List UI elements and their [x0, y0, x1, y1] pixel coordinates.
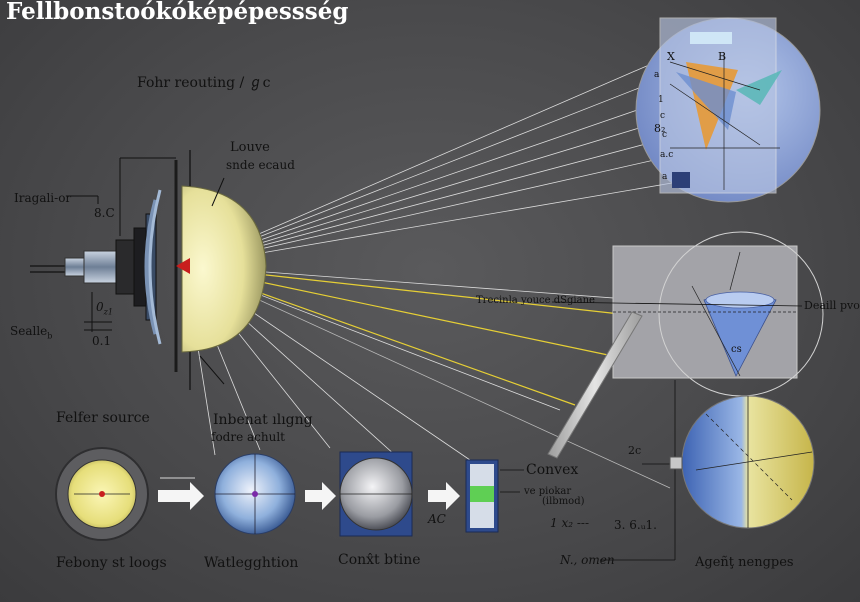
- value-361-label: 3. 6.ᵤ1.: [614, 518, 657, 532]
- inset-top-sphere: [635, 17, 821, 203]
- inbenat-line2: fodre achult: [211, 430, 285, 444]
- focus-arrow: [176, 258, 190, 274]
- imaging-label: Iragali-or: [14, 191, 72, 205]
- inset-tick: 8₂: [654, 122, 666, 135]
- louve-label: Louve: [230, 140, 270, 155]
- ve-picker-label: ve piokar: [524, 486, 572, 497]
- leader-lines: [66, 177, 225, 385]
- scale-label: Sealleb: [10, 324, 53, 341]
- trace-line: [551, 301, 803, 307]
- convex-label: Convex: [526, 462, 579, 478]
- agent-label: Ageñţ nengpes: [695, 555, 794, 570]
- felfer-source-label: Felfer source: [56, 410, 150, 426]
- lx-label: 1 x₂ ---: [550, 516, 590, 530]
- side-sound-label: snde ecaud: [226, 158, 295, 172]
- inset-x-mark: X: [667, 50, 675, 63]
- inset-tick: a.c: [660, 150, 674, 160]
- n-omen-label: N., omen: [560, 553, 615, 567]
- watlegg-label: Watlegghtion: [204, 555, 299, 571]
- tilted-plate: [547, 311, 643, 459]
- inset-tick: a: [654, 70, 660, 80]
- split-sphere: [681, 395, 815, 529]
- inbenat-line1: Inbenat ılıgng: [213, 412, 313, 428]
- conxt-label: Conx̂t btine: [338, 552, 421, 568]
- simod-label: (ilbmod): [542, 496, 585, 507]
- inset-b-mark: B: [718, 50, 727, 63]
- marker-square: [669, 456, 683, 470]
- source-housing: [30, 150, 191, 390]
- inset-mid-panel: [612, 231, 824, 397]
- inset-tick: a: [662, 172, 668, 182]
- trace-source-label: Trecinla youce dSgiane: [476, 295, 595, 306]
- two-c-label: 2c: [628, 444, 642, 457]
- detail-label: Deaill pvole: [804, 299, 860, 312]
- inset-tick: 1: [658, 95, 664, 105]
- diagram-title: Fellbonstoókóképépessség: [6, 0, 349, 25]
- lens-dome: [181, 185, 267, 353]
- inset-tick: c: [660, 111, 666, 121]
- focus-rotating-label: Fohr reouting / ℊc: [137, 75, 271, 91]
- imaging-value: 8.C: [94, 206, 115, 220]
- ac-label: AC: [428, 512, 446, 526]
- detail-value: cs: [731, 344, 742, 355]
- febony-label: Febony st loogs: [56, 555, 167, 571]
- scale-value-2: 0.1: [92, 334, 112, 348]
- inset-tick: c: [662, 130, 668, 140]
- scale-value-1: 0z1: [96, 300, 113, 317]
- bottom-sequence: [55, 447, 524, 541]
